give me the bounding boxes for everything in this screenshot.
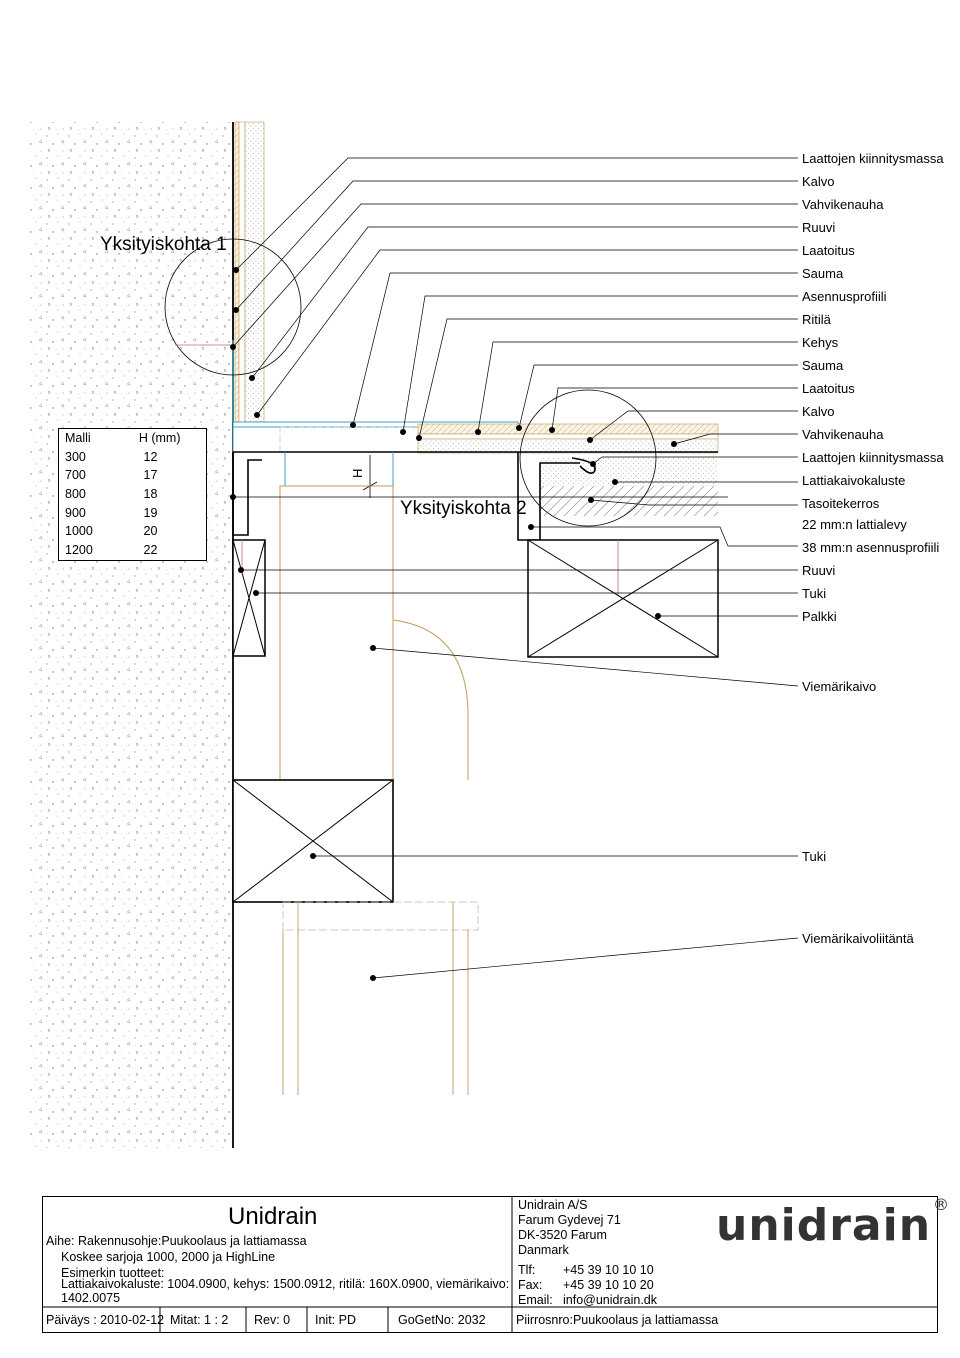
email-value[interactable]: info@unidrain.dk <box>563 1293 657 1307</box>
cell-model: 1000 <box>65 524 93 539</box>
init-cell: Init: PD <box>315 1313 356 1327</box>
callout-label: Vahvikenauha <box>802 427 884 442</box>
logo-text: unidrain <box>716 1200 932 1251</box>
examples-line: Esimerkin tuotteet: <box>61 1266 165 1280</box>
unidrain-logo: unidrain® <box>716 1195 950 1251</box>
header-model: Malli <box>65 431 91 445</box>
cell-model: 800 <box>65 487 86 502</box>
callout-label: Asennusprofiili <box>802 289 887 304</box>
company-country: Danmark <box>518 1243 569 1257</box>
dimension-h-label: H <box>350 469 365 478</box>
company-city: DK-3520 Farum <box>518 1228 607 1242</box>
subject-line: Aihe: Rakennusohje:Puukoolaus ja lattiam… <box>46 1234 307 1248</box>
callout-label: Sauma <box>802 358 844 373</box>
callout-label: Tuki <box>802 849 827 864</box>
company-name: Unidrain A/S <box>518 1198 588 1212</box>
callout-label: Lattiakaivokaluste <box>802 473 906 488</box>
table-row: 800 18 <box>59 485 206 504</box>
callout-label: Laatoitus <box>802 381 855 396</box>
callout-label: Palkki <box>802 609 837 624</box>
cell-height: 22 <box>143 543 158 558</box>
detail-circle-1 <box>164 238 302 376</box>
callout-label: Laattojen kiinnitysmassa <box>802 151 944 166</box>
products-line-2: 1402.0075 <box>61 1291 121 1305</box>
callout-label: Tuki <box>802 586 827 601</box>
cell-height: 12 <box>143 449 158 464</box>
callout-label: 22 mm:n lattialevy <box>802 517 907 532</box>
scale-cell: Mitat: 1 : 2 <box>170 1313 229 1327</box>
callout-label: Sauma <box>802 266 844 281</box>
callout-label: Viemärikaivoliitäntä <box>802 931 914 946</box>
callout-label: Kalvo <box>802 174 835 189</box>
cell-height: 18 <box>143 487 158 502</box>
table-row: 1000 20 <box>59 522 206 541</box>
table-row: 900 19 <box>59 504 206 523</box>
table-row: 700 17 <box>59 466 206 485</box>
height-table: Malli H (mm) 300 12 700 17 800 18 900 19 100… <box>58 428 207 561</box>
callout-label: Laattojen kiinnitysmassa <box>802 450 944 465</box>
cell-model: 700 <box>65 468 86 483</box>
cell-height: 19 <box>143 505 158 520</box>
phone-value: +45 39 10 10 10 <box>563 1263 654 1277</box>
callout-label: 38 mm:n asennusprofiili <box>802 540 940 555</box>
callout-label: Viemärikaivo <box>802 679 877 694</box>
table-row: 300 12 <box>59 448 206 467</box>
email-label: Email: <box>518 1293 553 1307</box>
callout-label: Ritilä <box>802 312 831 327</box>
company-street: Farum Gydevej 71 <box>518 1213 621 1227</box>
rev-cell: Rev: 0 <box>254 1313 291 1327</box>
cell-model: 900 <box>65 505 86 520</box>
gogetno-cell: GoGetNo: 2032 <box>398 1313 486 1327</box>
concrete-wall <box>30 122 233 1148</box>
fax-label: Fax: <box>518 1278 543 1292</box>
detail-1-title: Yksityiskohta 1 <box>100 234 227 255</box>
callout-label: Laatoitus <box>802 243 855 258</box>
brand-name: Unidrain <box>228 1203 318 1230</box>
callout-label: Ruuvi <box>802 563 836 578</box>
title-block <box>42 1196 938 1333</box>
cell-model: 1200 <box>65 543 93 558</box>
detail-2-title: Yksityiskohta 2 <box>400 498 527 519</box>
callout-label: Vahvikenauha <box>802 197 884 212</box>
header-height: H (mm) <box>138 431 181 445</box>
date-cell: Päiväys : 2010-02-12 <box>46 1313 165 1327</box>
table-header: Malli H (mm) <box>59 429 206 448</box>
callout-label: Kalvo <box>802 404 835 419</box>
phone-label: Tlf: <box>518 1263 536 1277</box>
cell-height: 17 <box>143 468 158 483</box>
fax-value: +45 39 10 10 20 <box>563 1278 654 1292</box>
products-line: Lattiakaivokaluste: 1004.0900, kehys: 15… <box>61 1277 510 1291</box>
detail-circle-2 <box>519 389 657 527</box>
cell-height: 20 <box>143 524 158 539</box>
series-line: Koskee sarjoja 1000, 2000 ja HighLine <box>61 1250 276 1264</box>
drawing-name-cell: Piirrosnro:Puukoolaus ja lattiamassa <box>516 1313 719 1327</box>
callout-label: Ruuvi <box>802 220 836 235</box>
callout-label: Tasoitekerros <box>802 496 880 511</box>
cell-model: 300 <box>65 449 86 464</box>
table-row: 1200 22 <box>59 541 206 560</box>
callout-label: Kehys <box>802 335 839 350</box>
registered-mark: ® <box>933 1195 951 1215</box>
